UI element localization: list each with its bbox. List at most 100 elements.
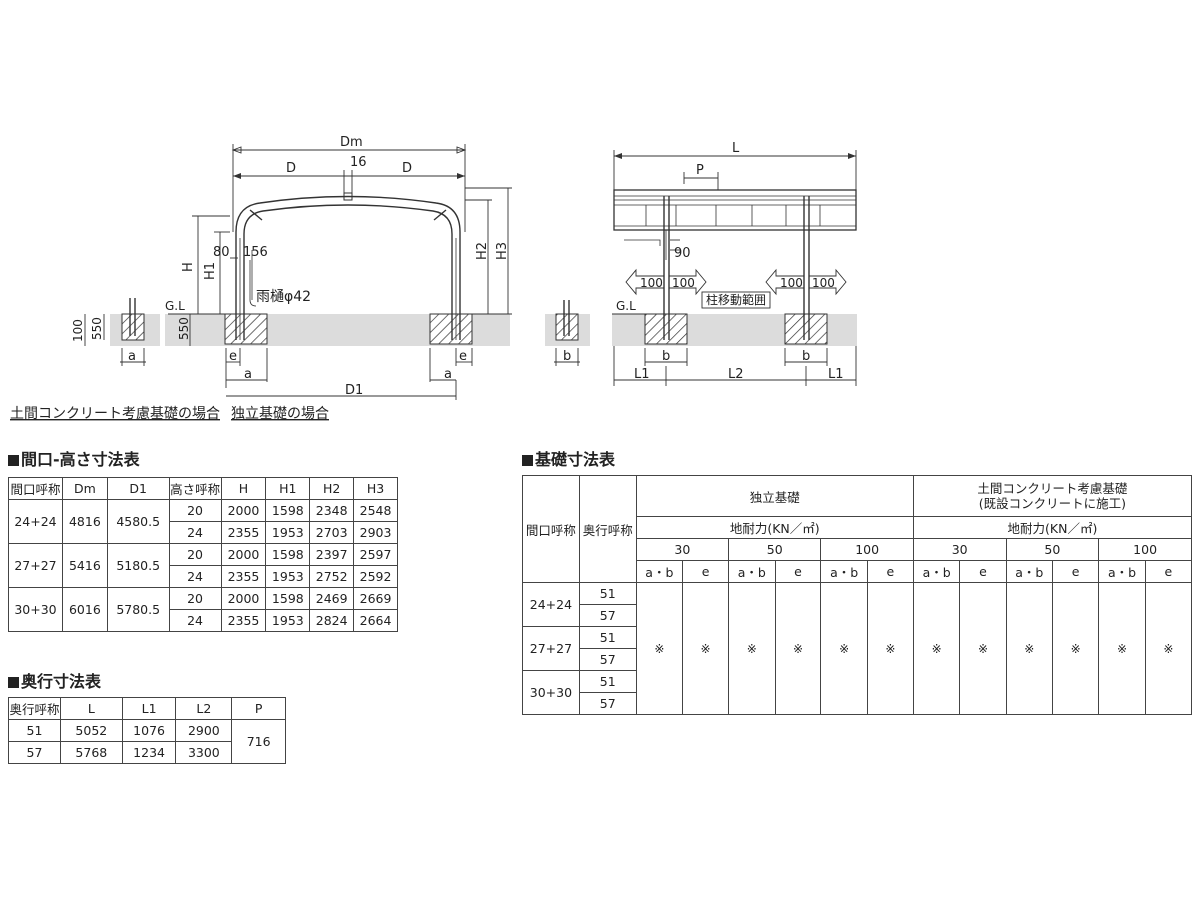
value-cell: 2903: [353, 521, 398, 544]
arrow-100-3: 100: [780, 276, 803, 290]
arrow-100-4: 100: [812, 276, 835, 290]
value-cell: 2355: [220, 609, 267, 632]
frame-outline: [235, 195, 461, 340]
mark-cell: ※: [866, 582, 914, 715]
dim-H: H: [181, 262, 196, 272]
value-cell: 2355: [220, 565, 267, 588]
h-depth: 奥行呼称: [578, 475, 637, 583]
width-cell: 30+30: [8, 587, 63, 632]
gl-label-side: G.L: [616, 299, 636, 313]
value-cell: 2703: [309, 521, 355, 544]
gl-label-front: G.L: [165, 299, 185, 313]
value-cell: 2592: [353, 565, 398, 588]
dim-a-left: a: [244, 367, 252, 382]
width-cell: 24+24: [522, 582, 580, 627]
value-cell: 1234: [121, 741, 177, 764]
sub-header: e: [1052, 560, 1100, 583]
table-row: 57: [523, 692, 1192, 715]
dim-a-small: a: [128, 349, 136, 364]
footing-right: [429, 313, 473, 345]
header-cell: D1: [106, 477, 170, 500]
mark-cell: ※: [682, 582, 730, 715]
header-cell: L1: [121, 697, 177, 720]
value-cell: 1953: [265, 565, 311, 588]
bearing-header: 地耐力(KN／㎡): [635, 516, 914, 539]
value-cell: 2000: [220, 543, 267, 566]
sub-header: a・b: [728, 560, 776, 583]
header-cell: 間口呼称: [8, 477, 63, 500]
capacity-header: 100: [1098, 538, 1192, 561]
dm-cell: 5416: [61, 543, 108, 588]
h-slab-line1: 土間コンクリート考慮基礎: [977, 481, 1128, 496]
dim-L1-right: L1: [828, 367, 844, 382]
dim-H2: H2: [475, 242, 490, 260]
value-cell: 24: [168, 521, 222, 544]
capacity-header: 30: [635, 538, 730, 561]
width-cell: 27+27: [522, 626, 580, 671]
value-cell: 2548: [353, 499, 398, 522]
arrow-100-2: 100: [672, 276, 695, 290]
technical-drawing: Dm D 16 D H H1 H2 H3 80 156 雨樋φ42 G.L 10…: [10, 135, 857, 422]
d1-cell: 5180.5: [106, 543, 170, 588]
capacity-header: 50: [728, 538, 822, 561]
value-cell: 2900: [175, 719, 233, 742]
header-cell: H: [220, 477, 267, 500]
caption-slab: 土間コンクリート考慮基礎の場合: [10, 405, 220, 422]
value-cell: 1076: [121, 719, 177, 742]
value-cell: 2000: [220, 587, 267, 610]
header-cell: H1: [265, 477, 311, 500]
value-cell: 51: [8, 719, 61, 742]
value-cell: 5052: [59, 719, 123, 742]
value-cell: 5768: [59, 741, 123, 764]
mark-cell: ※: [1005, 582, 1054, 715]
d1-cell: 5780.5: [106, 587, 170, 632]
width-cell: 24+24: [8, 499, 63, 544]
value-cell: 2469: [309, 587, 355, 610]
dim-b-2: b: [802, 349, 810, 364]
value-cell: 20: [168, 543, 222, 566]
footing-side-left: [644, 313, 688, 345]
roof-side: [613, 189, 857, 231]
dm-cell: 4816: [61, 499, 108, 544]
dim-a-right: a: [444, 367, 452, 382]
depth-cell: 57: [578, 692, 637, 715]
header-cell: 奥行呼称: [8, 697, 61, 720]
pillar-range-label: 柱移動範囲: [706, 292, 766, 307]
dim-L1-left: L1: [634, 367, 650, 382]
dim-b-small: b: [563, 349, 571, 364]
footing-side-right: [784, 313, 828, 345]
section-title-depth: 奥行寸法表: [8, 668, 101, 692]
h-independent: 独立基礎: [635, 475, 914, 517]
mark-cell: ※: [728, 582, 776, 715]
mark-cell: ※: [820, 582, 868, 715]
gutter-label: 雨樋φ42: [256, 289, 311, 305]
mark-cell: ※: [1144, 582, 1193, 715]
dim-80: 80: [213, 245, 230, 260]
header-cell: 高さ呼称: [168, 477, 222, 500]
dim-D-left: D: [286, 161, 296, 176]
sub-header: e: [774, 560, 822, 583]
width-cell: 27+27: [8, 543, 63, 588]
front-view: Dm D 16 D H H1 H2 H3 80 156 雨樋φ42 G.L 10…: [71, 135, 512, 400]
dim-e-right: e: [459, 349, 467, 364]
mark-cell: ※: [959, 582, 1007, 715]
dim-b-1: b: [662, 349, 670, 364]
foundation-table: 間口呼称奥行呼称独立基礎土間コンクリート考慮基礎(既設コンクリートに施工)地耐力…: [522, 475, 1193, 715]
footing-left: [224, 313, 268, 345]
dim-gap: 16: [350, 155, 367, 170]
value-cell: 1598: [265, 543, 311, 566]
mark-cell: ※: [912, 582, 961, 715]
h-slab-line2: (既設コンクリートに施工): [978, 496, 1127, 511]
sub-header: a・b: [912, 560, 961, 583]
value-cell: 2597: [353, 543, 398, 566]
mark-cell: ※: [1098, 582, 1146, 715]
